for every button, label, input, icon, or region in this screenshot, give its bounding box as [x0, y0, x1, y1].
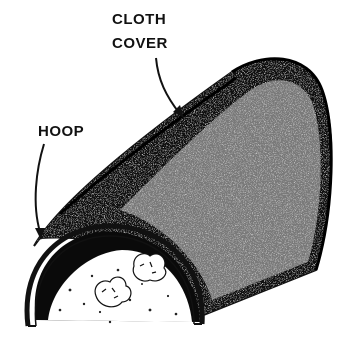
cloth-cover-leader: [156, 58, 180, 114]
hoop-label: HOOP: [38, 123, 84, 140]
hoop-leader: [36, 144, 44, 232]
cloth-label-line1: CLOTH: [112, 11, 166, 28]
plant-clump: [133, 254, 166, 281]
cover-label-line2: COVER: [112, 35, 168, 52]
